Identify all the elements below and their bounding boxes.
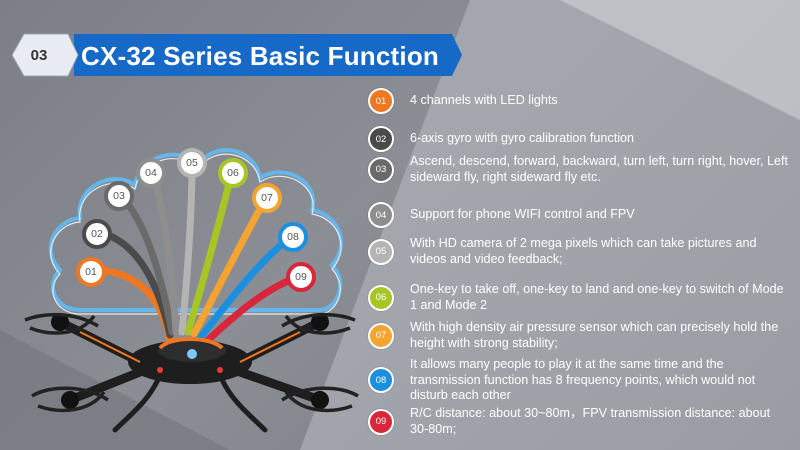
feature-item: 09 R/C distance: about 30~80m，FPV transmi…: [368, 406, 788, 437]
feature-number-badge: 03: [368, 156, 394, 183]
feature-text: R/C distance: about 30~80m，FPV transmiss…: [410, 406, 771, 436]
feature-number-badge: 08: [368, 367, 394, 394]
feature-text: With high density air pressure sensor wh…: [410, 320, 779, 350]
feature-number-badge: 07: [368, 322, 394, 349]
feature-item: 03 Ascend, descend, forward, backward, tu…: [368, 154, 788, 185]
title-banner: [12, 33, 462, 77]
feature-text: 6-axis gyro with gyro calibration functi…: [410, 131, 634, 146]
illustration-bubble: 01: [76, 257, 106, 287]
page-title: CX-32 Series Basic Function: [81, 40, 439, 71]
feature-item: 01 4 channels with LED lights: [368, 88, 788, 114]
feature-text: Support for phone WIFI control and FPV: [410, 207, 635, 222]
feature-item: 06 One-key to take off, one-key to land a…: [368, 282, 788, 313]
feature-text: It allows many people to play it at the …: [410, 357, 756, 402]
illustration-bubble: 03: [104, 181, 134, 211]
illustration-bubble: 02: [82, 219, 112, 249]
feature-number-badge: 04: [368, 202, 394, 228]
drone-body: [24, 312, 359, 433]
feature-number-badge: 01: [368, 88, 394, 114]
illustration-bubble: 04: [136, 158, 166, 188]
feature-item: 07 With high density air pressure sensor …: [368, 320, 788, 351]
feature-item: 04 Support for phone WIFI control and FPV: [368, 202, 788, 228]
illustration-bubble: 06: [218, 158, 248, 188]
feature-number-badge: 02: [368, 126, 394, 152]
illustration-bubble: 07: [252, 183, 282, 213]
feature-item: 05 With HD camera of 2 mega pixels which …: [368, 236, 788, 267]
cloud-outline: [48, 148, 343, 312]
illustration-bubble: 09: [286, 262, 316, 292]
illustration-bubble: 05: [177, 148, 207, 178]
feature-list: 01 4 channels with LED lights 02 6-axis gyr…: [368, 86, 788, 446]
feature-text: One-key to take off, one-key to land and…: [410, 282, 784, 312]
feature-text: Ascend, descend, forward, backward, turn…: [410, 154, 789, 184]
feature-item: 02 6-axis gyro with gyro calibration func…: [368, 126, 788, 152]
feature-number-badge: 05: [368, 238, 394, 265]
feature-number-badge: 06: [368, 284, 394, 311]
feature-text: With HD camera of 2 mega pixels which ca…: [410, 236, 757, 266]
feature-text: 4 channels with LED lights: [410, 93, 558, 108]
illustration-bubble: 08: [278, 222, 308, 252]
feature-number-badge: 09: [368, 408, 394, 435]
feature-item: 08 It allows many people to play it at th…: [368, 357, 788, 404]
section-number-badge: 03: [30, 46, 48, 64]
